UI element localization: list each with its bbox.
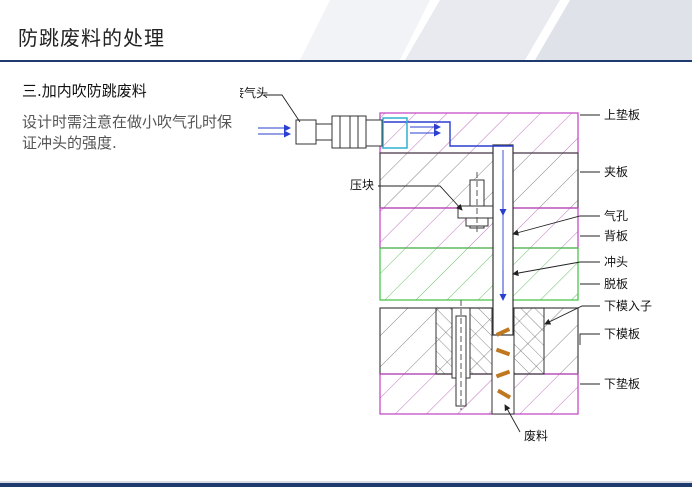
label-air-connector: 接气头	[240, 85, 268, 100]
label-punch: 冲头	[604, 254, 628, 269]
label-clamp-plate: 夹板	[604, 165, 628, 179]
die-cross-section-diagram: 接气头 上垫板 夹板 压块 气孔 背板 冲头 脱板 下模入子 下模板 下垫板 废…	[240, 85, 652, 443]
top-pad-plate	[379, 112, 579, 154]
footer-decoration	[0, 481, 692, 487]
label-lower-insert: 下模入子	[604, 299, 652, 313]
label-scrap: 废料	[524, 428, 548, 443]
stripper-plate	[379, 247, 579, 301]
label-pressure-block: 压块	[350, 178, 374, 192]
label-air-hole: 气孔	[604, 208, 628, 223]
leader-lines	[264, 94, 600, 433]
scrap-slugs	[495, 327, 512, 400]
label-top-pad: 上垫板	[604, 107, 640, 122]
pressure-block	[457, 172, 495, 234]
label-bottom-pad: 下垫板	[604, 376, 640, 391]
lower-bolt	[451, 300, 471, 410]
bottom-pad-plate	[379, 373, 579, 415]
air-channel	[380, 117, 513, 149]
label-lower-die: 下模板	[604, 327, 640, 341]
header-decoration	[300, 0, 692, 60]
label-stripper: 脱板	[604, 276, 628, 291]
title-divider	[0, 60, 692, 62]
page-title: 防跳废料的处理	[18, 26, 165, 50]
description-text: 设计时需注意在做小吹气孔时保证冲头的强度.	[22, 113, 233, 152]
air-connector-fitting	[258, 115, 383, 149]
punch	[492, 144, 514, 336]
label-back-plate: 背板	[604, 229, 628, 243]
section-heading: 三.加内吹防跳废料	[22, 82, 147, 100]
